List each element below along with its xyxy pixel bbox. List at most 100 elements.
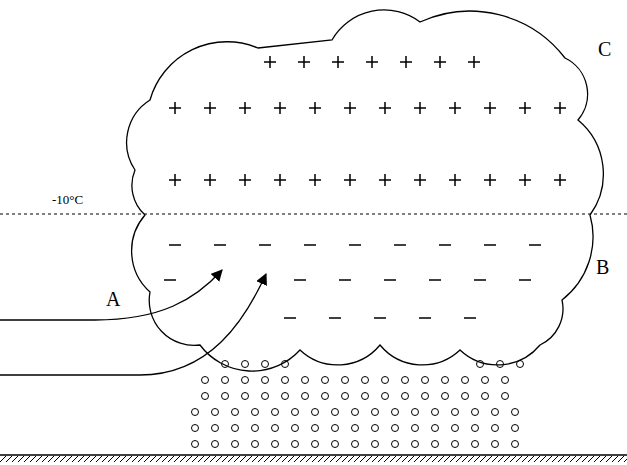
positive-charge <box>449 174 461 186</box>
negative-charge <box>439 244 451 246</box>
rain-drop <box>192 409 199 416</box>
ground-hatch <box>360 456 366 462</box>
rain-drop <box>512 409 519 416</box>
positive-charge <box>519 102 531 114</box>
rain-drop <box>412 409 419 416</box>
ground-hatch <box>378 456 384 462</box>
rain-drop <box>502 377 509 384</box>
ground-hatch <box>258 456 264 462</box>
positive-charge <box>204 174 216 186</box>
rain-drop <box>252 409 259 416</box>
ground-hatch <box>576 456 582 462</box>
ground-hatch <box>396 456 402 462</box>
ground-hatch <box>540 456 546 462</box>
ground-hatch <box>288 456 294 462</box>
rain-drop <box>332 409 339 416</box>
ground-hatch <box>144 456 150 462</box>
rain-drop <box>497 361 504 368</box>
ground-hatch <box>318 456 324 462</box>
ground-hatch <box>450 456 456 462</box>
ground-hatch <box>516 456 522 462</box>
ground-hatch <box>294 456 300 462</box>
ground-hatch <box>552 456 558 462</box>
ground-hatch <box>414 456 420 462</box>
rain-drop <box>252 441 259 448</box>
ground-hatch <box>618 456 624 462</box>
rain-drop <box>492 425 499 432</box>
positive-charge <box>484 174 496 186</box>
ground-hatch <box>168 456 174 462</box>
ground-hatch <box>60 456 66 462</box>
rain-drop <box>242 377 249 384</box>
ground-hatch <box>480 456 486 462</box>
rain-drop <box>212 441 219 448</box>
ground-hatch <box>24 456 30 462</box>
negative-charge <box>429 279 441 281</box>
rain-drop <box>422 393 429 400</box>
positive-charge <box>239 102 251 114</box>
ground-hatch <box>438 456 444 462</box>
rain-drop <box>512 441 519 448</box>
rain-drop <box>452 441 459 448</box>
positive-charge <box>414 174 426 186</box>
ground-hatch <box>174 456 180 462</box>
ground-hatch <box>324 456 330 462</box>
rain-drop <box>392 409 399 416</box>
rain-drop <box>462 393 469 400</box>
rain-drop <box>472 409 479 416</box>
positive-charge <box>554 102 566 114</box>
rain-drop <box>512 425 519 432</box>
negative-charge <box>164 279 176 281</box>
negative-charge <box>259 244 271 246</box>
region-label: B <box>596 256 609 278</box>
rain-drop <box>192 441 199 448</box>
negative-charge <box>214 244 226 246</box>
cloud-outline <box>127 10 604 371</box>
rain-drop <box>272 409 279 416</box>
ground-hatch <box>300 456 306 462</box>
ground-hatch <box>132 456 138 462</box>
positive-charge <box>309 102 321 114</box>
rain-drop <box>402 377 409 384</box>
ground-hatch <box>354 456 360 462</box>
rain-drop <box>202 377 209 384</box>
ground-hatch <box>264 456 270 462</box>
ground-hatch <box>474 456 480 462</box>
ground-hatch <box>342 456 348 462</box>
rain-drop <box>232 409 239 416</box>
rain-drop <box>362 393 369 400</box>
ground-hatch <box>348 456 354 462</box>
ground-hatch <box>246 456 252 462</box>
rain-drop <box>432 425 439 432</box>
ground-hatch <box>156 456 162 462</box>
updraft-arrow <box>0 274 266 375</box>
ground-hatch <box>366 456 372 462</box>
positive-charge <box>400 56 412 68</box>
negative-charge <box>529 244 541 246</box>
negative-charge <box>169 244 181 246</box>
positive-charge <box>434 56 446 68</box>
ground-hatch <box>372 456 378 462</box>
ground-hatch <box>270 456 276 462</box>
ground-hatch <box>192 456 198 462</box>
rain-drop <box>332 441 339 448</box>
ground-hatch <box>456 456 462 462</box>
ground-hatch <box>462 456 468 462</box>
rain-drop <box>442 377 449 384</box>
ground-hatch <box>48 456 54 462</box>
rain-drop <box>422 377 429 384</box>
positive-charge <box>366 56 378 68</box>
ground-hatch <box>330 456 336 462</box>
ground-hatch <box>312 456 318 462</box>
ground-hatch <box>570 456 576 462</box>
rain-drop <box>492 409 499 416</box>
rain-drop <box>272 425 279 432</box>
ground-hatch <box>42 456 48 462</box>
charge-symbols <box>164 56 566 318</box>
rain-drop <box>282 361 289 368</box>
negative-charge <box>284 317 296 319</box>
ground-hatch <box>564 456 570 462</box>
positive-charge <box>484 102 496 114</box>
rain-drop <box>222 377 229 384</box>
